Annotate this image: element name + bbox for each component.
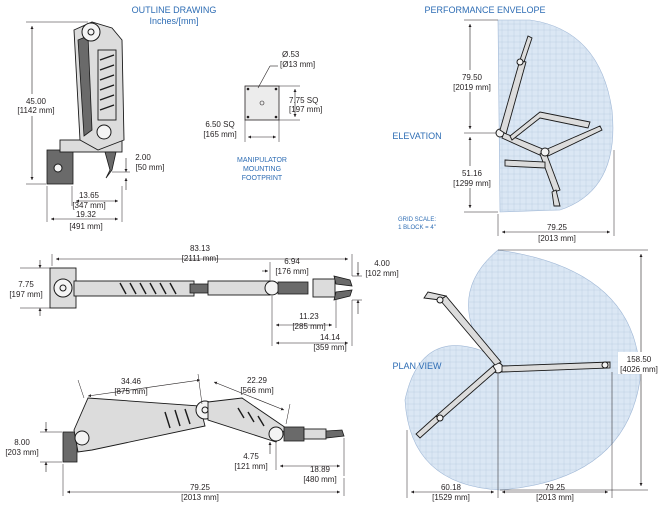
side-arm-panel [97, 49, 117, 121]
elevation-reach-mm: [2013 mm] [538, 234, 576, 243]
bottom-shoulder-joint [74, 430, 90, 446]
jaw-opening-mm: [102 mm] [365, 269, 398, 278]
plan-reach-inch: 79.25 [545, 483, 566, 492]
hole-diameter-inch: Ø.53 [282, 50, 300, 59]
grid-scale-value: 1 BLOCK = 4" [398, 225, 436, 231]
side-base-mm: [347 mm] [72, 201, 105, 210]
grip-b-mm: [359 mm] [313, 343, 346, 352]
top-gripper-base [312, 278, 336, 298]
side-height-mm: [1142 mm] [17, 106, 54, 115]
plan-arm-right [501, 361, 611, 373]
mounting-footprint [244, 85, 280, 121]
hole-diameter-mm: [Ø13 mm] [280, 60, 315, 69]
footprint-left-mm: [165 mm] [203, 130, 236, 139]
jaw-opening-inch: 4.00 [374, 259, 390, 268]
forearm-mm: [566 mm] [240, 386, 273, 395]
footprint-right-mm: [197 mm] [289, 105, 322, 114]
upper-arm-inch: 34.46 [121, 377, 142, 386]
side-view-drawing [46, 21, 125, 185]
performance-envelope-title: PERFORMANCE ENVELOPE [424, 5, 545, 15]
base-height-inch: 8.00 [14, 438, 30, 447]
grip-a-mm: [285 mm] [292, 322, 325, 331]
plan-reach-mm: [2013 mm] [536, 493, 574, 502]
side-gripper-inch: 2.00 [135, 153, 151, 162]
side-wrist-joint [96, 124, 112, 140]
wrist-width-mm: [176 mm] [275, 267, 308, 276]
footprint-right-inch: 7.75 SQ [289, 96, 318, 105]
top-jaw-upper [333, 275, 353, 287]
grip-b-inch: 14.14 [320, 333, 341, 342]
plan-back-inch: 60.18 [441, 483, 462, 492]
side-base-inch: 13.65 [79, 191, 100, 200]
elevation-down-mm: [1299 mm] [453, 179, 491, 188]
upper-arm-mm: [875 mm] [114, 387, 147, 396]
plan-height-inch: 158.50 [627, 355, 652, 364]
side-gripper-mm: [50 mm] [136, 163, 165, 172]
bottom-reach-inch: 79.25 [190, 483, 211, 492]
top-jaw-lower [333, 289, 353, 301]
top-base-mm: [197 mm] [9, 290, 42, 299]
bottom-reach-mm: [2013 mm] [181, 493, 219, 502]
top-length-mm: [2111 mm] [182, 254, 219, 263]
bottom-gripper [303, 428, 327, 440]
plan-view-label: PLAN VIEW [392, 361, 442, 371]
grip-a-inch: 11.23 [299, 312, 319, 321]
side-height-inch: 45.00 [26, 97, 47, 106]
bottom-upper-arm [73, 397, 206, 453]
footprint-label-3: FOOTPRINT [242, 175, 283, 182]
top-length-inch: 83.13 [190, 244, 211, 253]
bottom-view-drawing [62, 397, 345, 463]
outline-units-label: Inches/[mm] [149, 16, 198, 26]
tool-length-inch: 18.89 [310, 465, 331, 474]
bottom-wrist [283, 426, 305, 442]
elevation-label: ELEVATION [392, 131, 441, 141]
side-width-inch: 19.32 [76, 210, 97, 219]
footprint-label-1: MANIPULATOR [237, 157, 287, 164]
side-width-mm: [491 mm] [69, 222, 102, 231]
elevation-down-inch: 51.16 [462, 169, 483, 178]
top-view-drawing [49, 267, 353, 309]
tool-length-mm: [480 mm] [303, 475, 336, 484]
plan-height-mm: [4026 mm] [620, 365, 658, 374]
grid-scale-label: GRID SCALE: [398, 217, 436, 223]
wrist-offset-mm: [121 mm] [234, 462, 267, 471]
forearm-inch: 22.29 [247, 376, 268, 385]
plan-back-mm: [1529 mm] [432, 493, 470, 502]
elevation-reach-inch: 79.25 [547, 223, 568, 232]
bottom-wrist-joint [268, 426, 284, 442]
plan-envelope [404, 249, 641, 491]
wrist-offset-inch: 4.75 [243, 452, 259, 461]
top-wrist [277, 281, 309, 295]
footprint-left-inch: 6.50 SQ [205, 120, 234, 129]
outline-drawing-title: OUTLINE DRAWING [132, 5, 217, 15]
wrist-width-inch: 6.94 [284, 257, 300, 266]
footprint-square [244, 85, 280, 121]
top-base-inch: 7.75 [18, 280, 34, 289]
footprint-label-2: MOUNTING [243, 166, 281, 173]
elevation-up-inch: 79.50 [462, 73, 483, 82]
side-gripper [104, 151, 117, 179]
elevation-up-mm: [2019 mm] [453, 83, 491, 92]
elevation-envelope [495, 19, 614, 213]
top-forearm [207, 280, 271, 296]
base-height-mm: [203 mm] [5, 448, 38, 457]
